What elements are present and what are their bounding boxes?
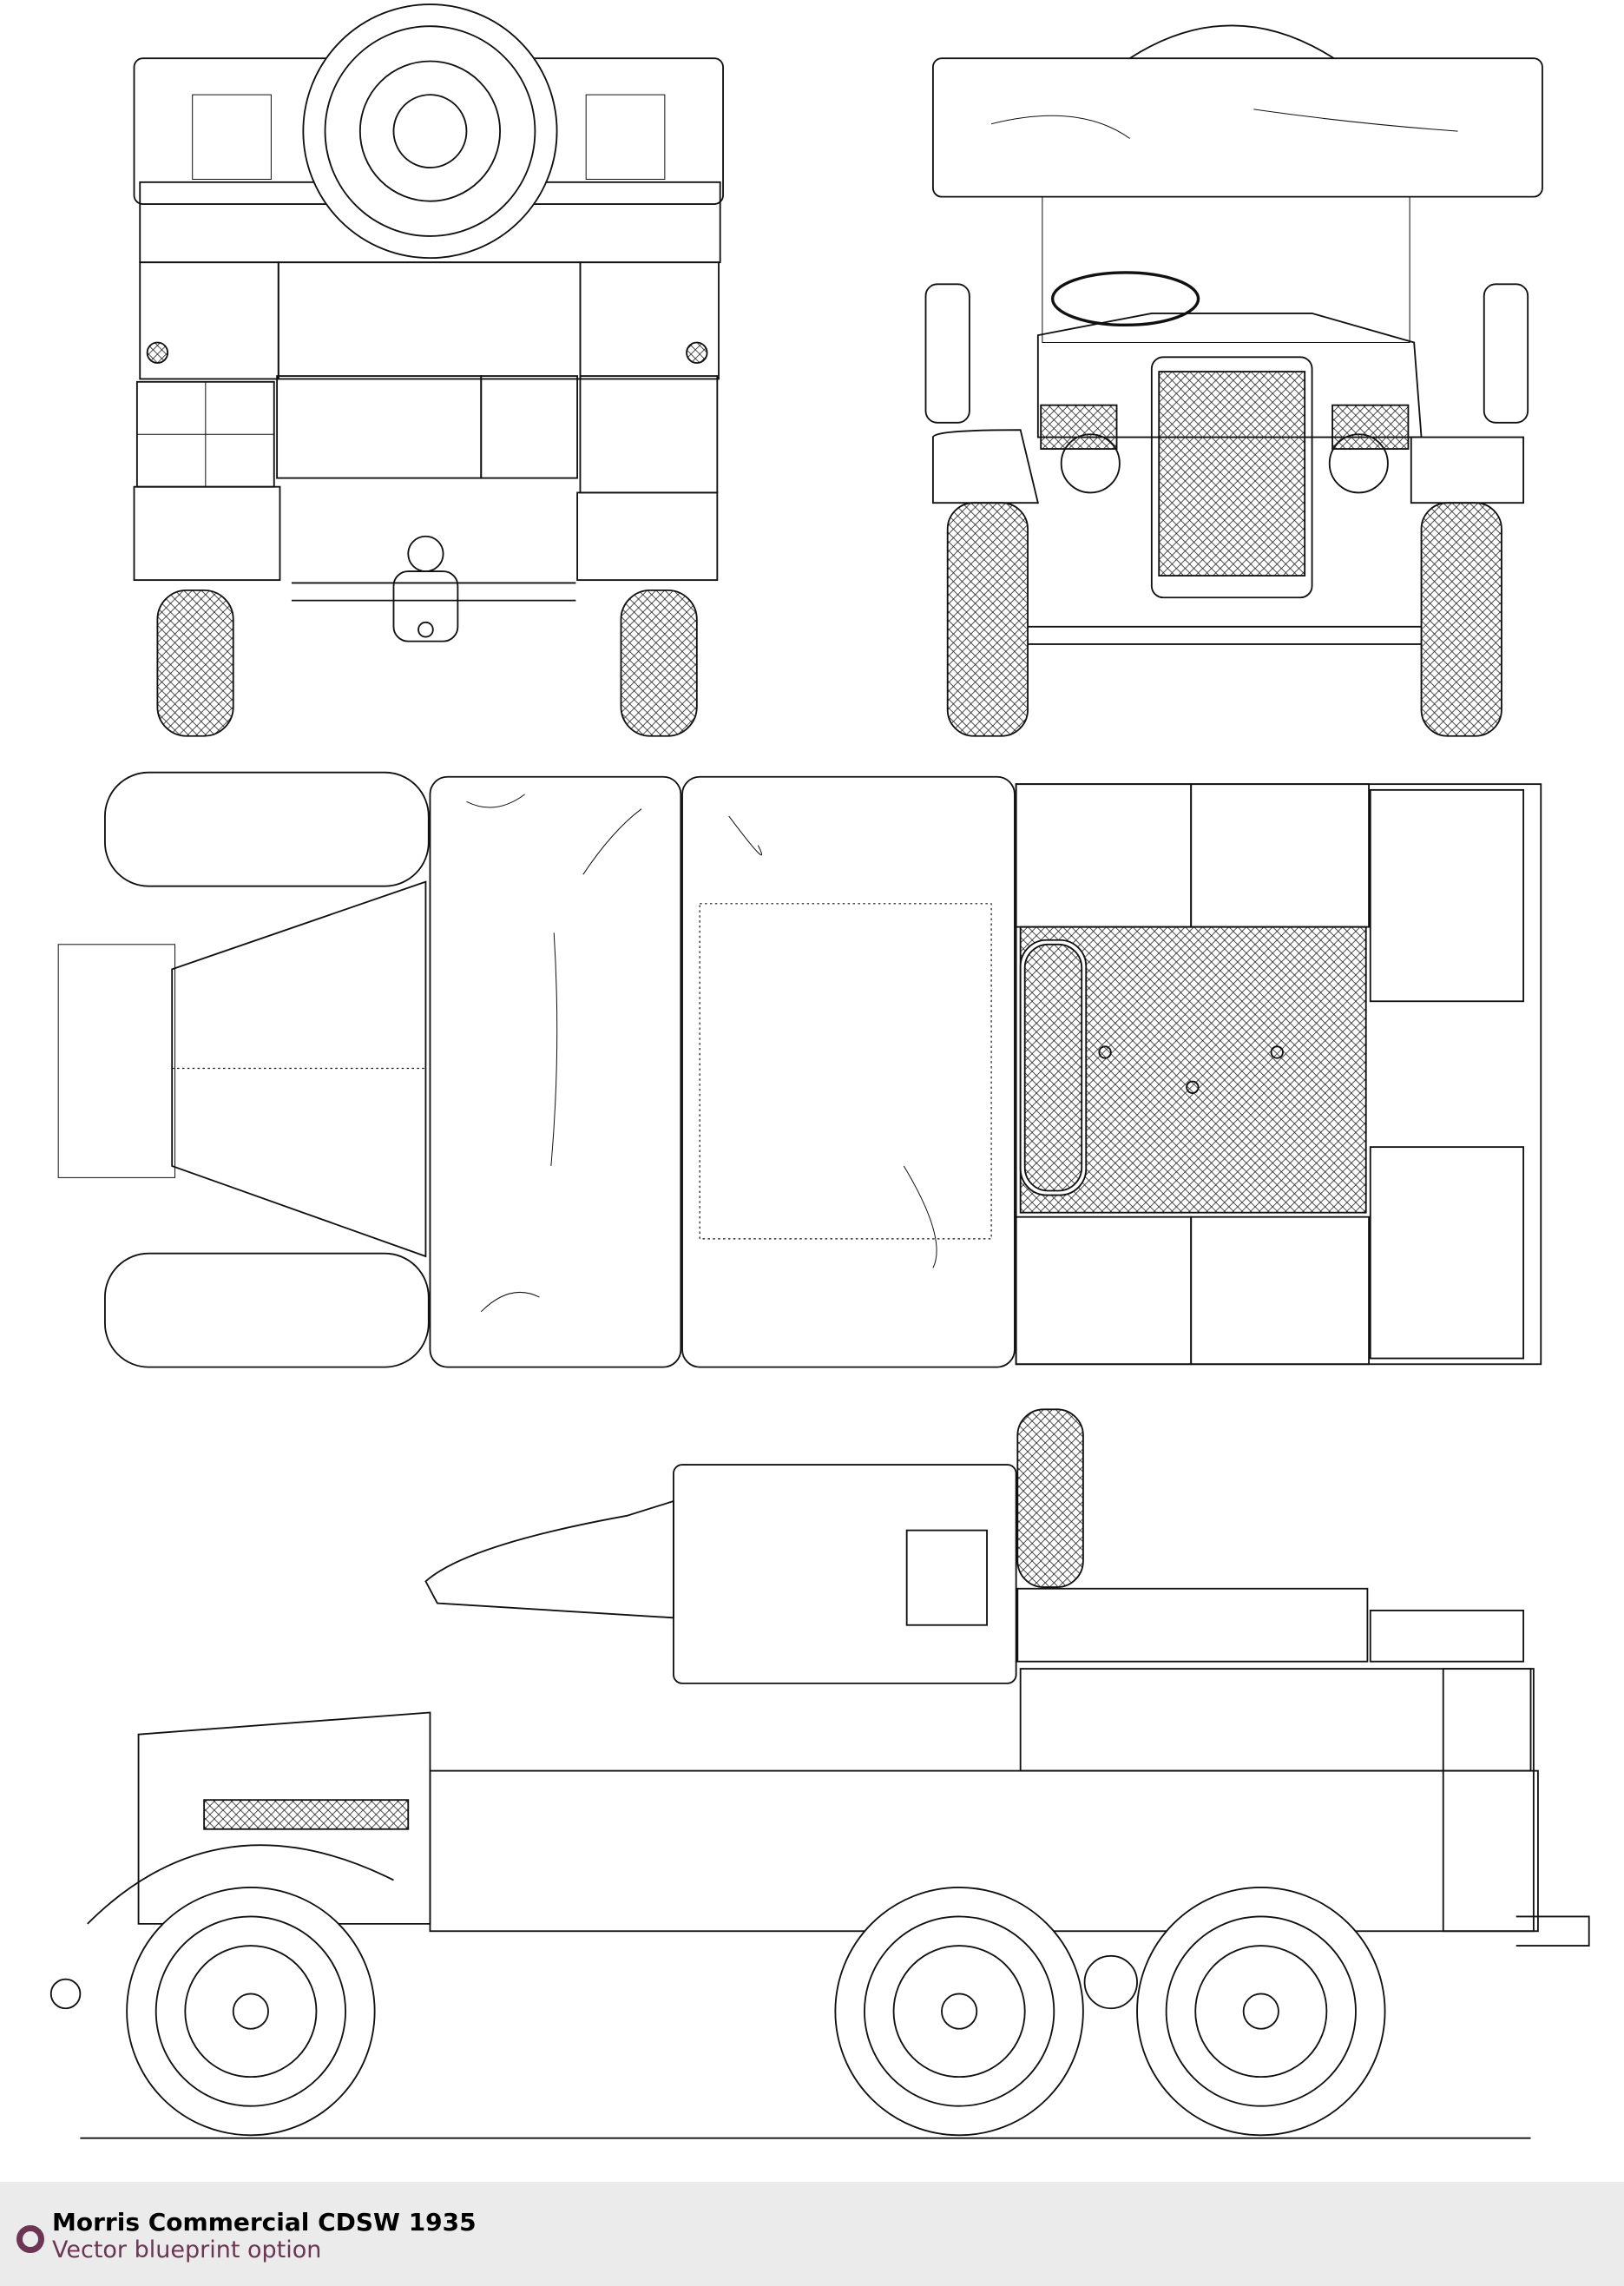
wheel-front xyxy=(126,1886,376,2137)
logo-ring-icon xyxy=(16,2225,44,2253)
side-view xyxy=(49,1408,1590,2139)
blueprint-subtitle: Vector blueprint option xyxy=(52,2237,322,2263)
wheel-rear xyxy=(1136,1886,1386,2137)
wheel-middle xyxy=(834,1886,1084,2137)
blueprint-drawing xyxy=(49,3,1590,2139)
rear-view xyxy=(133,3,724,737)
front-view xyxy=(924,24,1543,737)
footer-bar: Morris Commercial CDSW 1935 Vector bluep… xyxy=(0,2182,1624,2286)
top-view xyxy=(57,771,1542,1368)
blueprint-title: Morris Commercial CDSW 1935 xyxy=(52,2208,477,2237)
